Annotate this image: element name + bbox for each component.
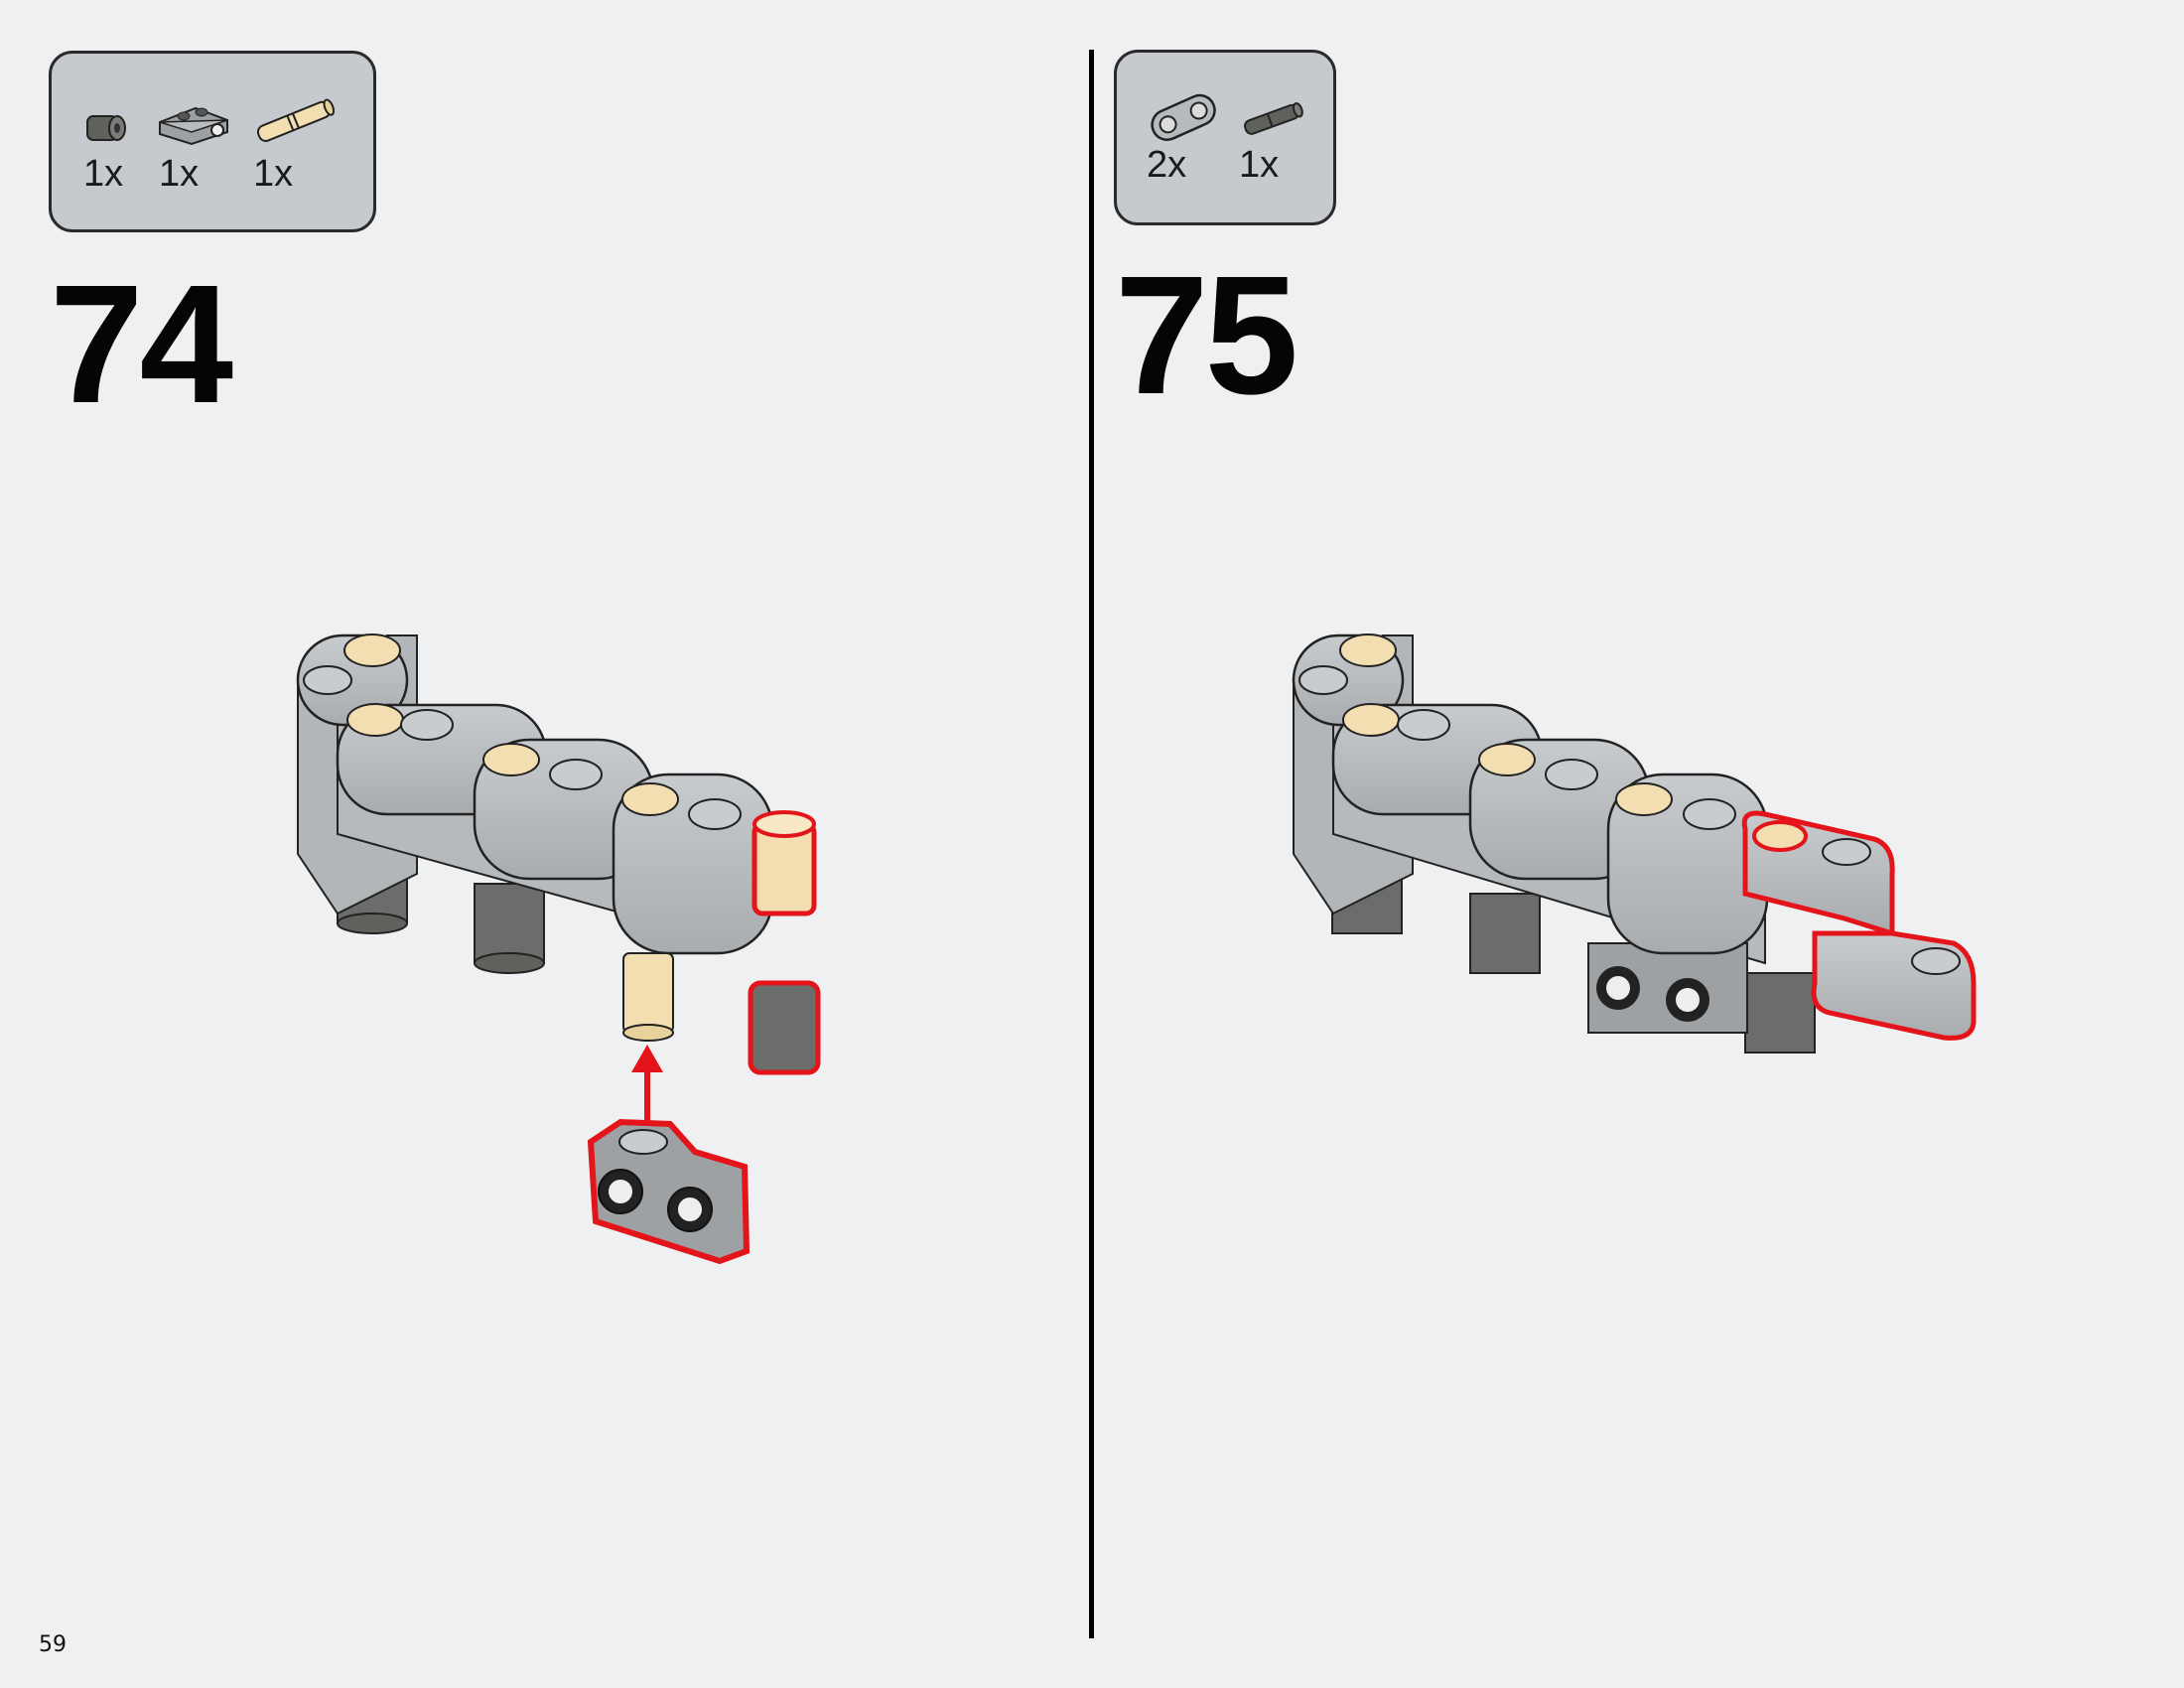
new-tan-pin-highlight (751, 810, 817, 916)
new-connector-highlight (587, 1118, 751, 1265)
step-74-assembly-illustration (296, 633, 821, 1265)
part-qty: 1x (159, 153, 200, 195)
grey-pin-connector-plate-icon (156, 98, 245, 148)
dark-axle-bush (474, 883, 545, 974)
step-number: 75 (1115, 241, 1298, 430)
beam (612, 773, 774, 955)
beam (1292, 633, 1405, 727)
part-qty: 1x (83, 153, 124, 195)
connector-plate (1587, 942, 1748, 1034)
beam (296, 633, 409, 727)
new-beam-highlight (1811, 930, 1977, 1041)
dark-axle-bush (1469, 893, 1541, 974)
beam (1468, 738, 1651, 881)
part-qty: 1x (1239, 144, 1280, 186)
dark-axle-bush-icon (81, 108, 171, 148)
beam (473, 738, 655, 881)
page-number: 59 (39, 1632, 67, 1657)
new-beam-highlight (1741, 810, 1895, 937)
parts-callout-step-75: 2x 1x (1114, 50, 1336, 225)
parts-callout-step-74: 1x 1x 1x (49, 51, 376, 232)
new-dark-bush-highlight (748, 980, 821, 1075)
dark-axle-pin-icon (1238, 94, 1327, 144)
step-number: 74 (50, 250, 233, 439)
beam (1606, 773, 1769, 955)
dark-axle-bush (1744, 972, 1816, 1054)
tan-axle-pin-icon (250, 91, 340, 151)
step-75-assembly-illustration (1292, 633, 1977, 1054)
tan-pin (622, 952, 674, 1042)
part-qty: 1x (253, 153, 294, 195)
part-qty: 2x (1147, 144, 1187, 186)
grey-beam-2-icon (1145, 90, 1234, 144)
page-divider (1089, 50, 1094, 1638)
